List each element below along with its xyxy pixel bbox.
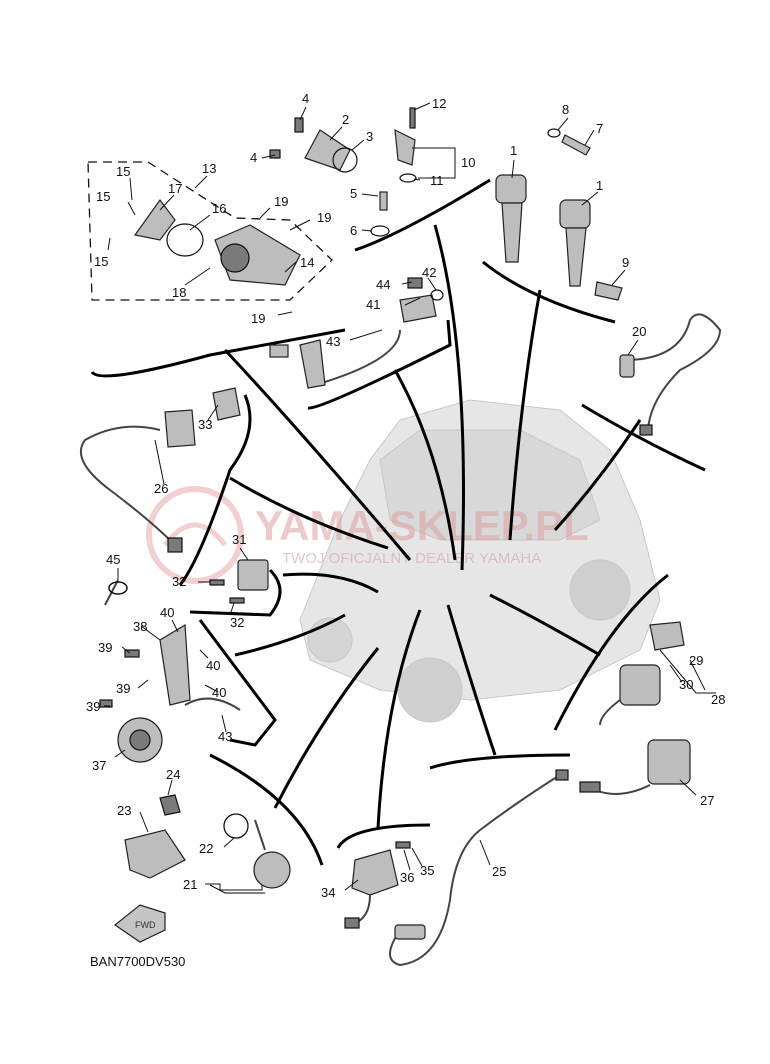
callout-25: 25 <box>492 864 506 879</box>
callout-33: 33 <box>198 417 212 432</box>
group-boundaries <box>90 178 706 866</box>
callout-40: 40 <box>212 685 226 700</box>
relay-31 <box>209 559 269 604</box>
callout-15: 15 <box>116 164 130 179</box>
vehicle-silhouette <box>299 399 661 723</box>
callout-3: 3 <box>366 129 373 144</box>
callout-12: 12 <box>432 96 446 111</box>
callout-13: 13 <box>202 161 216 176</box>
horn-group <box>99 579 241 763</box>
callout-16: 16 <box>212 201 226 216</box>
callout-45: 45 <box>106 552 120 567</box>
callout-18: 18 <box>172 285 186 300</box>
callout-35: 35 <box>420 863 434 878</box>
callout-22: 22 <box>199 841 213 856</box>
callout-19: 19 <box>251 311 265 326</box>
o2-sensor-20 <box>619 313 722 436</box>
callout-19: 19 <box>317 210 331 225</box>
callout-34: 34 <box>321 885 335 900</box>
diagram-code: BAN7700DV530 <box>90 954 185 969</box>
watermark-subtitle: TWOJ OFICJALNY DEALER YAMAHA <box>282 550 541 567</box>
fwd-label: FWD <box>135 920 156 930</box>
callout-32: 32 <box>230 615 244 630</box>
callout-20: 20 <box>632 324 646 339</box>
callout-leaders <box>104 102 716 891</box>
callout-19: 19 <box>274 194 288 209</box>
callout-15: 15 <box>96 189 110 204</box>
callout-39: 39 <box>116 681 130 696</box>
group-brackets <box>209 884 265 894</box>
ecu-27-28 <box>579 621 691 795</box>
callout-15: 15 <box>94 254 108 269</box>
callout-7: 7 <box>596 121 603 136</box>
callout-11: 11 <box>430 173 444 188</box>
callout-6: 6 <box>350 223 357 238</box>
callout-21: 21 <box>183 877 197 892</box>
callout-26: 26 <box>154 481 168 496</box>
callout-numbers: 1 1 2 3 4 4 5 6 7 8 9 10 11 12 13 14 15 … <box>86 91 725 900</box>
callout-1: 1 <box>510 143 517 158</box>
speed-sensor-group <box>269 277 444 389</box>
callout-31: 31 <box>232 532 246 547</box>
callout-38: 38 <box>133 619 147 634</box>
callout-43: 43 <box>218 729 232 744</box>
callout-40: 40 <box>206 658 220 673</box>
callout-39: 39 <box>86 699 100 714</box>
callout-1: 1 <box>596 178 603 193</box>
callout-4: 4 <box>250 150 257 165</box>
callout-23: 23 <box>117 803 131 818</box>
watermark-brand: YAMA-SKLEP.PL <box>255 502 589 549</box>
kit-13-box <box>87 161 333 301</box>
callout-24: 24 <box>166 767 180 782</box>
callout-10: 10 <box>461 155 475 170</box>
ignition-coils <box>495 174 591 287</box>
callout-36: 36 <box>400 870 414 885</box>
group-leaders <box>223 224 642 829</box>
callout-4: 4 <box>302 91 309 106</box>
callout-30: 30 <box>679 677 693 692</box>
callout-39: 39 <box>98 640 112 655</box>
callout-27: 27 <box>700 793 714 808</box>
sensor-parts-top <box>269 107 623 301</box>
callout-43: 43 <box>326 334 340 349</box>
throttle-sensor-kit <box>133 198 301 286</box>
watermark: YAMA-SKLEP.PL TWOJ OFICJALNY DEALER YAMA… <box>146 486 589 584</box>
callout-40: 40 <box>160 605 174 620</box>
callout-8: 8 <box>562 102 569 117</box>
callout-17: 17 <box>168 181 182 196</box>
callout-5: 5 <box>350 186 357 201</box>
callout-14: 14 <box>300 255 314 270</box>
callout-9: 9 <box>622 255 629 270</box>
callout-44: 44 <box>376 277 390 292</box>
fwd-arrow: FWD <box>113 904 166 943</box>
o2-sensor-25 <box>389 769 569 967</box>
callout-2: 2 <box>342 112 349 127</box>
callout-42: 42 <box>422 265 436 280</box>
main-switch-group <box>124 794 291 889</box>
sensor-34-group <box>344 841 411 929</box>
callout-32: 32 <box>172 574 186 589</box>
cranks-sensor-26 <box>80 387 241 553</box>
callout-29: 29 <box>689 653 703 668</box>
callout-28: 28 <box>711 692 725 707</box>
callout-37: 37 <box>92 758 106 773</box>
callout-41: 41 <box>366 297 380 312</box>
